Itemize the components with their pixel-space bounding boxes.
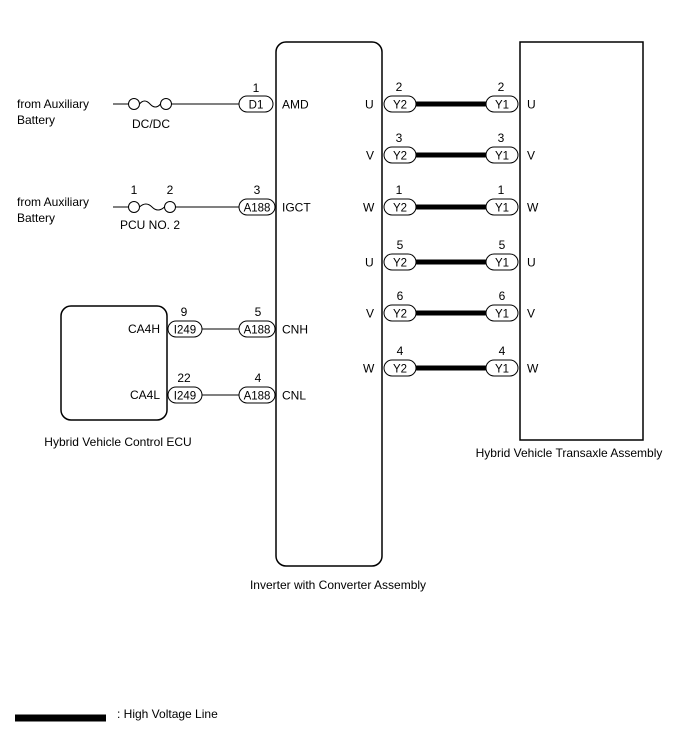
hv-line-4: U 5 Y2 5 Y1 U bbox=[365, 238, 536, 271]
ecu-link-cnh: CA4H 9 I249 5 A188 CNH bbox=[128, 305, 308, 338]
pin-number: 3 bbox=[498, 131, 505, 145]
legend-high-voltage-label: : High Voltage Line bbox=[117, 707, 218, 721]
pin-number: 4 bbox=[255, 371, 262, 385]
power-circuit-igct: from Auxiliary Battery 1 2 PCU NO. 2 3 A… bbox=[17, 183, 311, 232]
power-circuit-amd: from Auxiliary Battery DC/DC 1 D1 AMD bbox=[17, 81, 309, 131]
fuse-pin-number: 2 bbox=[167, 183, 174, 197]
inv-terminal-name: V bbox=[366, 307, 374, 321]
pin-number: 3 bbox=[254, 183, 261, 197]
connector-id: Y1 bbox=[495, 309, 509, 321]
fuse-label: DC/DC bbox=[132, 117, 170, 131]
tx-terminal-name: W bbox=[527, 362, 539, 376]
fuse-terminal bbox=[160, 98, 172, 110]
connector-id: Y1 bbox=[495, 100, 509, 112]
pin-number: 5 bbox=[499, 238, 506, 252]
connector-tag bbox=[485, 253, 519, 271]
connector-tag bbox=[485, 95, 519, 113]
connector-tag bbox=[485, 198, 519, 216]
pin-number: 3 bbox=[396, 131, 403, 145]
pin-number: 22 bbox=[177, 371, 191, 385]
ecu-box bbox=[60, 305, 168, 421]
connector-tag bbox=[485, 359, 519, 377]
connector-id: Y1 bbox=[495, 151, 509, 163]
connector-id: Y1 bbox=[495, 203, 509, 215]
transaxle-box bbox=[519, 41, 644, 441]
fuse-terminal bbox=[128, 98, 140, 110]
connector-id: Y2 bbox=[393, 203, 407, 215]
connector-id: I249 bbox=[174, 325, 196, 337]
ecu-link-cnl: CA4L 22 I249 4 A188 CNL bbox=[130, 371, 306, 404]
source-label-line2: Battery bbox=[17, 113, 55, 127]
inverter-box bbox=[275, 41, 383, 567]
pin-number: 1 bbox=[498, 183, 505, 197]
fuse-terminal bbox=[128, 201, 140, 213]
connector-tag bbox=[238, 95, 274, 113]
inv-terminal-name: W bbox=[363, 201, 375, 215]
fuse-icon bbox=[139, 100, 161, 108]
fuse-pin-number: 1 bbox=[131, 183, 138, 197]
pin-number: 9 bbox=[181, 305, 188, 319]
connector-id: A188 bbox=[244, 203, 271, 215]
connector-id: Y1 bbox=[495, 364, 509, 376]
transaxle-label: Hybrid Vehicle Transaxle Assembly bbox=[476, 446, 663, 460]
connector-tag bbox=[485, 304, 519, 322]
tx-terminal-name: W bbox=[527, 201, 539, 215]
source-label-line1: from Auxiliary bbox=[17, 195, 89, 209]
inv-terminal-name: W bbox=[363, 362, 375, 376]
pin-number: 1 bbox=[253, 81, 260, 95]
pin-number: 4 bbox=[397, 344, 404, 358]
connector-tag bbox=[485, 146, 519, 164]
hv-line-1: U 2 Y2 2 Y1 U bbox=[365, 80, 536, 113]
connector-id: Y2 bbox=[393, 151, 407, 163]
connector-id: Y2 bbox=[393, 100, 407, 112]
ecu-terminal-name: CA4L bbox=[130, 388, 160, 402]
connector-tag bbox=[238, 386, 276, 404]
legend: : High Voltage Line bbox=[15, 707, 218, 722]
hv-line-3: W 1 Y2 1 Y1 W bbox=[363, 183, 539, 216]
terminal-name: AMD bbox=[282, 98, 309, 112]
hv-line-5: V 6 Y2 6 Y1 V bbox=[366, 289, 535, 322]
connector-id: Y2 bbox=[393, 364, 407, 376]
inv-terminal-name: V bbox=[366, 149, 374, 163]
ecu-terminal-name: CA4H bbox=[128, 322, 160, 336]
fuse-label: PCU NO. 2 bbox=[120, 218, 180, 232]
inv-terminal-name: U bbox=[365, 256, 374, 270]
ecu-label: Hybrid Vehicle Control ECU bbox=[44, 435, 191, 449]
pin-number: 4 bbox=[499, 344, 506, 358]
pin-number: 2 bbox=[498, 80, 505, 94]
connector-tag bbox=[238, 320, 276, 338]
terminal-name: IGCT bbox=[282, 201, 311, 215]
fuse-terminal bbox=[164, 201, 176, 213]
pin-number: 1 bbox=[396, 183, 403, 197]
fuse-icon bbox=[139, 203, 165, 211]
connector-id: A188 bbox=[244, 325, 271, 337]
terminal-name: CNH bbox=[282, 323, 308, 337]
source-label-line2: Battery bbox=[17, 211, 55, 225]
tx-terminal-name: V bbox=[527, 149, 535, 163]
tx-terminal-name: V bbox=[527, 307, 535, 321]
connector-id: A188 bbox=[244, 391, 271, 403]
connector-id: Y2 bbox=[393, 309, 407, 321]
connector-tag bbox=[238, 198, 276, 216]
pin-number: 5 bbox=[255, 305, 262, 319]
connector-id: I249 bbox=[174, 391, 196, 403]
connector-id: Y2 bbox=[393, 258, 407, 270]
terminal-name: CNL bbox=[282, 389, 306, 403]
hv-line-2: V 3 Y2 3 Y1 V bbox=[366, 131, 535, 164]
inv-terminal-name: U bbox=[365, 98, 374, 112]
pin-number: 6 bbox=[499, 289, 506, 303]
tx-terminal-name: U bbox=[527, 256, 536, 270]
connector-id: Y1 bbox=[495, 258, 509, 270]
inverter-label: Inverter with Converter Assembly bbox=[250, 578, 426, 592]
pin-number: 5 bbox=[397, 238, 404, 252]
tx-terminal-name: U bbox=[527, 98, 536, 112]
connector-id: D1 bbox=[249, 100, 264, 112]
pin-number: 6 bbox=[397, 289, 404, 303]
source-label-line1: from Auxiliary bbox=[17, 97, 89, 111]
hv-line-6: W 4 Y2 4 Y1 W bbox=[363, 344, 539, 377]
pin-number: 2 bbox=[396, 80, 403, 94]
